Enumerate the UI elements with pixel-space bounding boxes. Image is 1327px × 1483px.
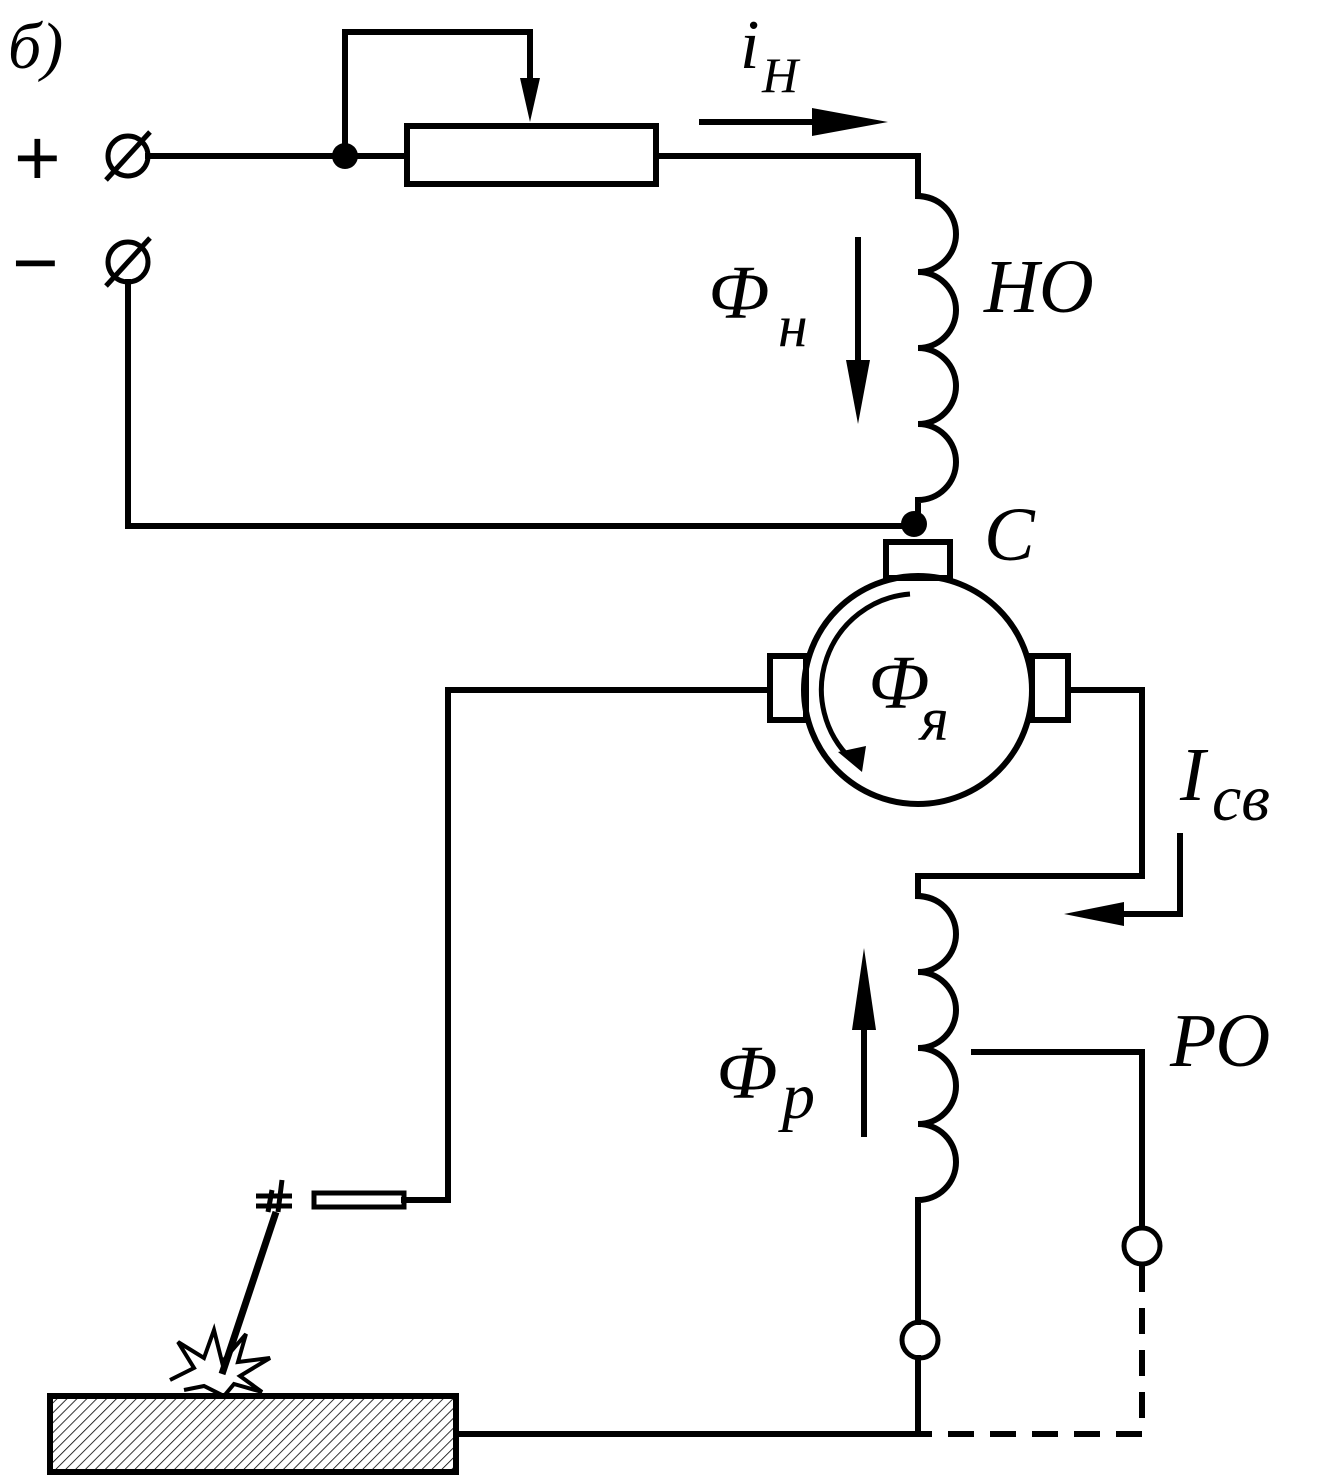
- current-arrow-i-n: [699, 108, 888, 136]
- winding-ro: [914, 892, 959, 1325]
- label-i-sub: Н: [761, 47, 801, 103]
- workpiece-wire: [453, 1355, 921, 1437]
- winding-no: [914, 192, 959, 525]
- rheostat: [404, 123, 659, 187]
- electrode-holder: [311, 1190, 407, 1210]
- supply-wire-top: [145, 29, 921, 199]
- electrode: [218, 1179, 292, 1376]
- label-i-main: i: [740, 7, 759, 84]
- minus-terminal: [104, 236, 152, 288]
- tap-wire: [971, 1049, 1145, 1229]
- label-phi-ya-main: Ф: [868, 641, 929, 725]
- workpiece: [47, 1393, 459, 1475]
- current-arrow-i-sv: [1064, 833, 1183, 926]
- armature-right-wire: [915, 687, 1145, 899]
- label-i-sv-main: I: [1179, 733, 1209, 817]
- optional-dashed-wire: [920, 1266, 1145, 1437]
- label-phi-n-main: Ф: [708, 251, 769, 335]
- label-phi-r-main: Ф: [716, 1031, 777, 1115]
- label-winding-ro: РО: [1169, 999, 1270, 1083]
- label-phi-n-sub: н: [778, 293, 808, 359]
- node-c: [901, 511, 927, 537]
- generator: [767, 539, 1071, 807]
- minus-sign: −: [12, 218, 59, 307]
- label-phi-ya-sub: я: [918, 686, 949, 754]
- terminal-tap: [1121, 1225, 1163, 1267]
- figure-label: б): [8, 10, 63, 83]
- label-phi-r-sub: р: [778, 1060, 815, 1133]
- flux-arrow-phi-r: [852, 948, 876, 1137]
- electrode-wire: [401, 687, 773, 1203]
- label-node-c: С: [984, 493, 1036, 577]
- arc-spark: [169, 1323, 272, 1399]
- flux-arrow-phi-n: [846, 237, 870, 424]
- label-winding-no: НО: [983, 245, 1094, 329]
- label-i-sv-sub: св: [1212, 762, 1270, 835]
- plus-terminal: [104, 130, 152, 182]
- return-wire: [125, 279, 921, 529]
- plus-sign: +: [14, 113, 61, 202]
- terminal-full: [899, 1319, 941, 1361]
